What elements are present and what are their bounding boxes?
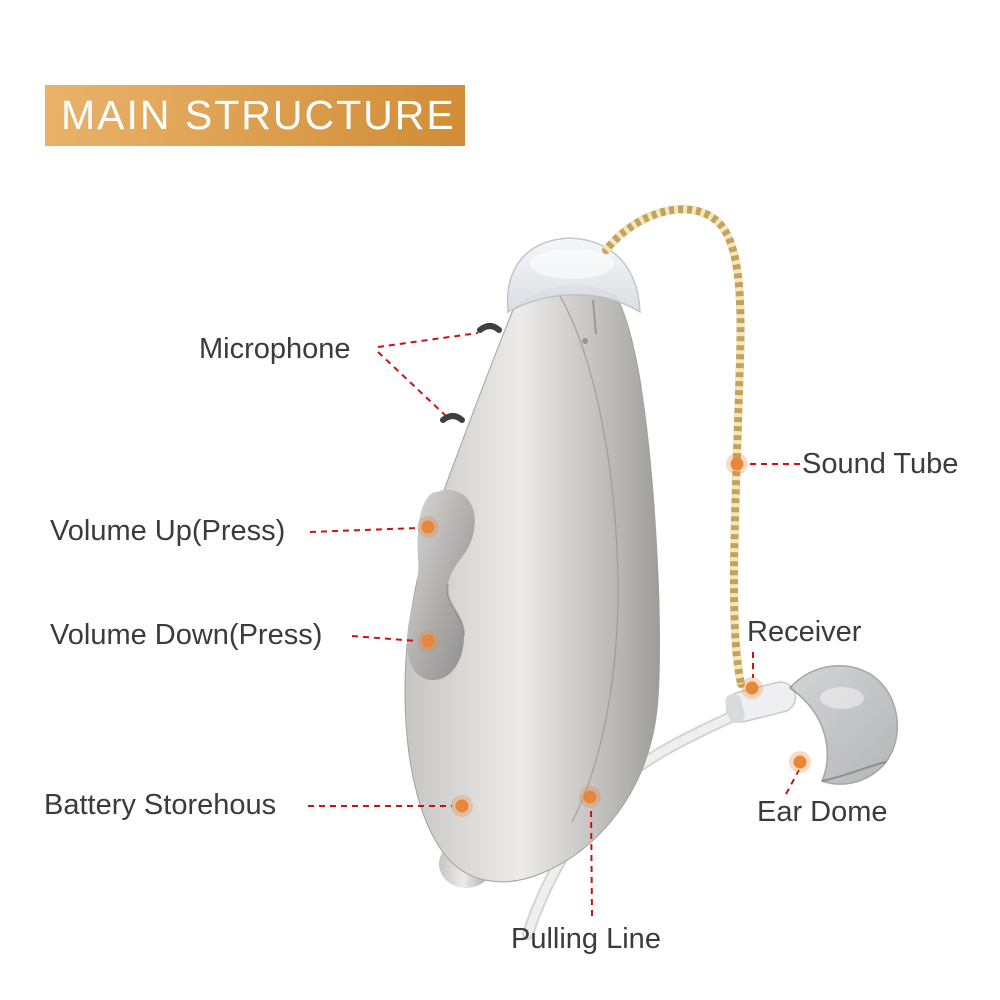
program-button-dot (582, 338, 588, 344)
dot-sound-tube (726, 453, 748, 475)
volume-rocker (406, 489, 475, 681)
dot-battery (451, 795, 473, 817)
body-seam-line (559, 295, 619, 823)
sound-tube-line (602, 205, 745, 688)
leader-pulling-line (590, 805, 593, 917)
ear-dome-shape (788, 664, 899, 785)
page-title: MAIN STRUCTURE (61, 92, 456, 138)
label-ear-dome: Ear Dome (757, 796, 888, 828)
label-microphone: Microphone (199, 333, 351, 365)
cap-highlight (530, 249, 614, 279)
label-pulling-line: Pulling Line (511, 923, 661, 955)
leader-microphone-top (377, 332, 479, 348)
title-banner: MAIN STRUCTURE (45, 85, 465, 146)
leader-microphone-bottom (377, 351, 447, 417)
label-volume-down: Volume Down(Press) (50, 619, 323, 651)
label-receiver: Receiver (747, 616, 862, 648)
label-sound-tube: Sound Tube (802, 448, 959, 480)
receiver-unit (725, 681, 797, 724)
dot-pulling-line (579, 786, 601, 808)
leader-volume-up (309, 527, 419, 533)
dot-volume-down (417, 630, 439, 652)
rocker-groove (446, 583, 465, 637)
label-volume-up: Volume Up(Press) (50, 515, 286, 547)
dot-ear-dome (789, 751, 811, 773)
dot-receiver (741, 677, 763, 699)
label-battery: Battery Storehous (44, 789, 277, 821)
dot-volume-up (417, 516, 439, 538)
body-top-slit (592, 299, 597, 335)
microphone-hole-top (477, 323, 502, 333)
leader-ear-dome (785, 769, 800, 795)
microphone-hole-bottom (440, 413, 465, 423)
